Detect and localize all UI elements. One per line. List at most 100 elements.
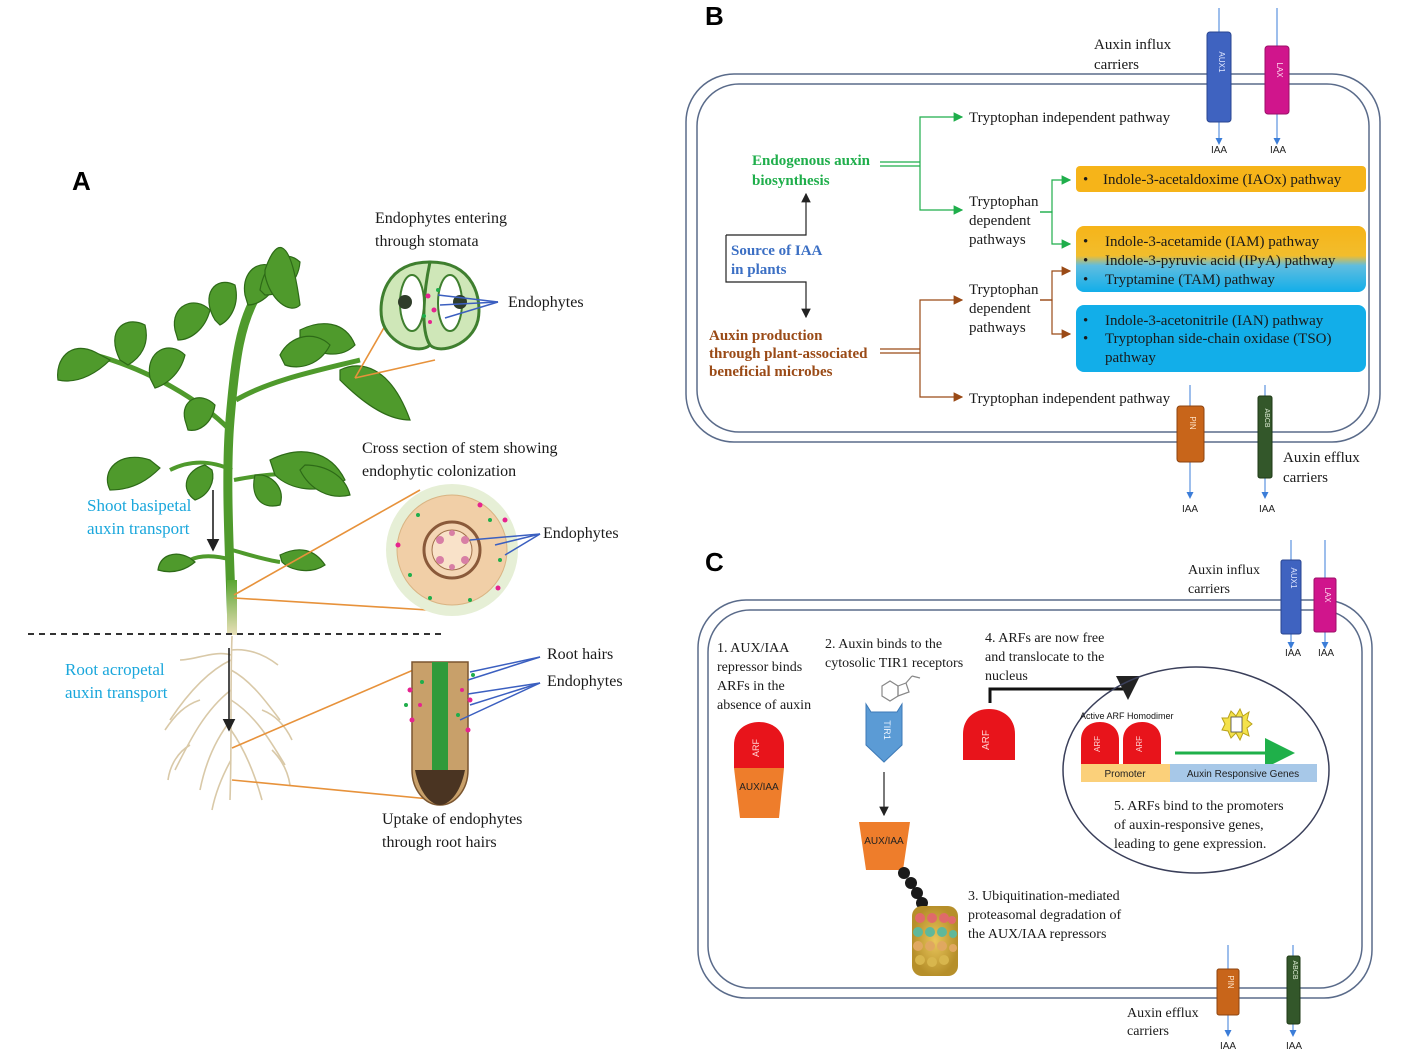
- svg-text:ARF: ARF: [1093, 736, 1102, 752]
- svg-text:IAA: IAA: [1211, 145, 1227, 156]
- step-3-text: 3. Ubiquitination-mediated proteasomal d…: [968, 889, 1125, 942]
- panel-a-letter: A: [72, 166, 91, 196]
- lax-carrier-c: LAX IAA: [1313, 540, 1337, 659]
- source-of-iaa-label: Source of IAA in plants: [731, 243, 825, 278]
- root-transport-label: Root acropetal auxin transport: [65, 660, 169, 702]
- stem-endophytes-label: Endophytes: [543, 525, 619, 542]
- efflux-carriers-label-c: Auxin efflux carriers: [1127, 1006, 1202, 1039]
- svg-text:LAX: LAX: [1275, 62, 1284, 78]
- svg-text:IAA: IAA: [1259, 504, 1275, 515]
- svg-text:ARF: ARF: [1135, 736, 1144, 752]
- step-5-text: 5. ARFs bind to the promoters of auxin-r…: [1114, 799, 1287, 852]
- svg-text:•: •: [1083, 234, 1088, 250]
- root-hairs-label: Root hairs: [547, 646, 613, 663]
- svg-text:•: •: [1083, 313, 1088, 329]
- trp-dependent-1: Tryptophan dependent pathways: [969, 194, 1042, 248]
- panel-b: B Auxin influx carriers AUX1 IAA LAX IAA…: [685, 1, 1381, 515]
- free-arf: ARF: [963, 709, 1015, 760]
- svg-text:TIR1: TIR1: [882, 720, 892, 740]
- panel-c: C Auxin influx carriers AUX1 IAA LAX IAA…: [697, 540, 1373, 1052]
- cell-membrane-inner-c: [707, 609, 1363, 989]
- pin-carrier: PIN IAA: [1176, 385, 1205, 515]
- influx-carriers-label-c: Auxin influx carriers: [1188, 563, 1263, 597]
- svg-text:•: •: [1083, 272, 1088, 288]
- pin-carrier-c: PIN IAA: [1216, 945, 1240, 1052]
- svg-text:AUX/IAA: AUX/IAA: [739, 782, 779, 793]
- trp-independent-top: Tryptophan independent pathway: [969, 110, 1171, 126]
- stomata-title: Endophytes entering through stomata: [375, 210, 511, 250]
- abcb-carrier-c: ABCB IAA: [1286, 945, 1302, 1052]
- promoter-region: Promoter: [1081, 764, 1170, 782]
- svg-text:PIN: PIN: [1188, 416, 1197, 430]
- svg-text:pathway: pathway: [1105, 350, 1156, 366]
- root-longitudinal-section: Root hairs Endophytes Uptake of endophyt…: [382, 646, 623, 851]
- active-homodimer-label: Active ARF Homodimer: [1080, 711, 1174, 721]
- translocation-arrow: [988, 676, 1140, 703]
- auxin-molecule: [881, 675, 921, 702]
- aux-iaa-degraded: AUX/IAA: [859, 822, 910, 870]
- svg-text:IAA: IAA: [1270, 145, 1286, 156]
- svg-text:Indole-3-pyruvic acid (IPyA) p: Indole-3-pyruvic acid (IPyA) pathway: [1105, 253, 1336, 269]
- lax-carrier: LAX IAA: [1264, 8, 1290, 156]
- trp-dependent-2: Tryptophan dependent pathways: [969, 282, 1042, 336]
- svg-text:Promoter: Promoter: [1104, 769, 1146, 780]
- svg-text:Auxin Responsive Genes: Auxin Responsive Genes: [1187, 769, 1299, 780]
- pathway-box-iam-ipya-tam: • Indole-3-acetamide (IAM) pathway • Ind…: [1076, 226, 1366, 292]
- cell-membrane-outer-c: [697, 599, 1373, 999]
- svg-text:AUX1: AUX1: [1217, 52, 1226, 73]
- step-4-text: 4. ARFs are now free and translocate to …: [985, 631, 1108, 684]
- step-1-text: 1. AUX/IAA repressor binds ARFs in the a…: [717, 641, 811, 713]
- nucleus: [1062, 666, 1330, 874]
- responsive-genes-region: Auxin Responsive Genes: [1170, 764, 1317, 782]
- svg-text:Tryptamine (TAM) pathway: Tryptamine (TAM) pathway: [1105, 272, 1275, 288]
- proteasome: [912, 906, 958, 976]
- svg-text:ABCB: ABCB: [1291, 960, 1298, 979]
- cell-membrane-inner: [696, 83, 1370, 433]
- microbial-production-label: Auxin production through plant-associate…: [709, 328, 871, 380]
- svg-text:IAA: IAA: [1220, 1041, 1236, 1052]
- stem-title: Cross section of stem showing endophytic…: [362, 440, 562, 480]
- svg-text:AUX/IAA: AUX/IAA: [864, 836, 904, 847]
- svg-text:•: •: [1083, 172, 1088, 188]
- pathway-box-iaox: • Indole-3-acetaldoxime (IAOx) pathway: [1076, 166, 1366, 192]
- plant-shoot-illustration: [57, 247, 411, 635]
- svg-text:Indole-3-acetamide (IAM) pathw: Indole-3-acetamide (IAM) pathway: [1105, 234, 1320, 250]
- abcb-carrier: ABCB IAA: [1257, 385, 1275, 515]
- svg-text:IAA: IAA: [1318, 648, 1334, 659]
- panel-b-letter: B: [705, 1, 724, 31]
- tir1-receptor: TIR1: [865, 702, 903, 763]
- svg-text:AUX1: AUX1: [1289, 568, 1298, 589]
- arf-aux-iaa-complex: ARF AUX/IAA: [734, 722, 784, 818]
- stem-cross-section: Cross section of stem showing endophytic…: [362, 440, 619, 616]
- stomata-illustration: Endophytes entering through stomata Endo…: [375, 210, 584, 351]
- arf-homodimer: ARF ARF: [1081, 722, 1161, 766]
- svg-text:ABCB: ABCB: [1263, 408, 1270, 427]
- panel-c-letter: C: [705, 547, 724, 577]
- svg-text:ARF: ARF: [751, 738, 761, 757]
- svg-text:IAA: IAA: [1285, 648, 1301, 659]
- stomata-endophytes-label: Endophytes: [508, 294, 584, 311]
- endogenous-branch-lines: [880, 112, 1072, 249]
- svg-text:Tryptophan side-chain oxidase: Tryptophan side-chain oxidase (TSO): [1105, 331, 1332, 347]
- shoot-transport-label: Shoot basipetal auxin transport: [87, 496, 196, 538]
- aux1-carrier: AUX1 IAA: [1206, 8, 1232, 156]
- svg-text:•: •: [1083, 253, 1088, 269]
- trp-independent-bottom: Tryptophan independent pathway: [969, 391, 1171, 407]
- endogenous-biosynthesis-label: Endogenous auxin biosynthesis: [752, 153, 874, 189]
- microbe-branch-lines: [880, 266, 1072, 402]
- pathway-box-ian-tso: • Indole-3-acetonitrile (IAN) pathway • …: [1076, 305, 1366, 372]
- svg-text:Indole-3-acetonitrile (IAN) pa: Indole-3-acetonitrile (IAN) pathway: [1105, 313, 1324, 329]
- step-2-text: 2. Auxin binds to the cytosolic TIR1 rec…: [825, 637, 963, 671]
- influx-carriers-label: Auxin influx carriers: [1094, 37, 1175, 73]
- panel-a: A: [28, 166, 623, 851]
- root-endophytes-label: Endophytes: [547, 673, 623, 690]
- svg-text:LAX: LAX: [1323, 587, 1332, 603]
- svg-text:IAA: IAA: [1182, 504, 1198, 515]
- svg-text:ARF: ARF: [981, 730, 992, 750]
- gene-expression-icon: [1221, 707, 1253, 742]
- svg-text:PIN: PIN: [1226, 975, 1235, 989]
- efflux-carriers-label: Auxin efflux carriers: [1283, 450, 1364, 486]
- source-branch-lines: [725, 192, 811, 319]
- svg-text:•: •: [1083, 331, 1088, 347]
- svg-text:IAA: IAA: [1286, 1041, 1302, 1052]
